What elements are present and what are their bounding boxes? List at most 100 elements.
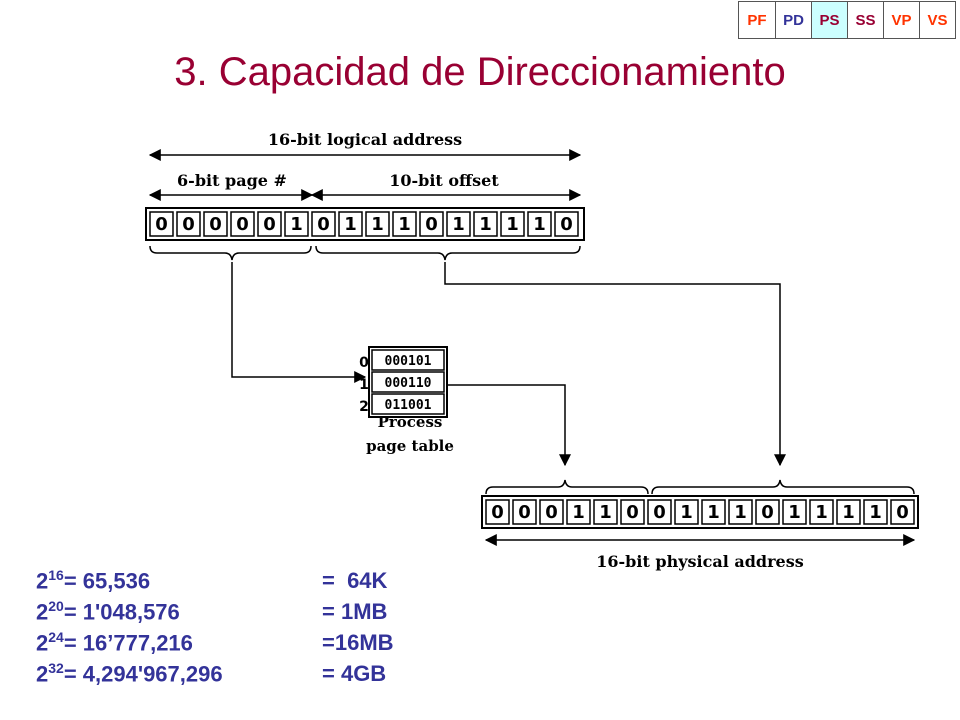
physical-bit-cell [647, 499, 672, 525]
physical-bit-value: 1 [788, 502, 801, 523]
power-exponent: 32 [48, 659, 64, 676]
physical-bit-value: 0 [626, 502, 639, 523]
physical-bit-cell [620, 499, 645, 525]
power-expression: 232= 4,294'967,296 [36, 660, 322, 687]
page-table-label-line1: Process [378, 413, 443, 431]
physical-bit-cell [755, 499, 780, 525]
paging-diagram: 16-bit logical address 6-bit page # 10-b… [145, 130, 919, 571]
offset-copy-arrow [444, 262, 786, 467]
logical-bit-cell [176, 211, 201, 237]
physical-bit-value: 1 [572, 502, 585, 523]
logical-bit-value: 1 [344, 214, 357, 235]
power-exponent: 24 [48, 628, 64, 645]
physical-bit-cell [836, 499, 861, 525]
logical-bit-value: 1 [290, 214, 303, 235]
logical-bit-cell [446, 211, 471, 237]
power-expression: 224= 16’777,216 [36, 629, 322, 656]
page-number-brace [149, 245, 312, 261]
logical-bit-value: 1 [479, 214, 492, 235]
page-table-frame-number: 000101 [385, 354, 432, 369]
power-row: 216= 65,536 = 64K [36, 565, 394, 596]
logical-bit-value: 0 [317, 214, 330, 235]
nav-tab-ss[interactable]: SS [847, 2, 883, 38]
frame-number-brace [485, 479, 649, 495]
nav-tab-vs[interactable]: VS [919, 2, 955, 38]
physical-bit-value: 0 [761, 502, 774, 523]
logical-bit-cell [149, 211, 174, 237]
logical-bit-cell [473, 211, 498, 237]
slide-title: 3. Capacidad de Direccionamiento [174, 50, 786, 94]
physical-bit-value: 0 [545, 502, 558, 523]
physical-bit-cell [674, 499, 699, 525]
physical-address-label: 16-bit physical address [596, 552, 803, 571]
logical-bit-cell [365, 211, 390, 237]
physical-bit-value: 1 [815, 502, 828, 523]
page-table-row-index: 1 [359, 377, 369, 393]
logical-address-label: 16-bit logical address [268, 130, 462, 149]
physical-bit-cell [863, 499, 888, 525]
logical-bit-cell [527, 211, 552, 237]
power-value: = 16’777,216 [63, 630, 193, 656]
page-table-frame [368, 346, 448, 418]
logical-bit-value: 0 [209, 214, 222, 235]
power-exponent: 16 [48, 566, 64, 583]
nav-tab-vp[interactable]: VP [883, 2, 919, 38]
power-size-equivalent: = 64K [322, 567, 388, 593]
power-value: = 65,536 [63, 568, 151, 594]
page-lookup-arrow [231, 262, 367, 383]
physical-bit-cell [485, 499, 510, 525]
power-expression: 220= 1'048,576 [36, 598, 322, 625]
physical-bit-value: 1 [599, 502, 612, 523]
power-row: 224= 16’777,216=16MB [36, 627, 394, 658]
offset-label: 10-bit offset [389, 171, 499, 190]
logical-bit-value: 0 [236, 214, 249, 235]
logical-bit-cell [338, 211, 363, 237]
physical-bit-cell [512, 499, 537, 525]
logical-bit-value: 0 [425, 214, 438, 235]
physical-bit-value: 0 [518, 502, 531, 523]
logical-bit-value: 1 [371, 214, 384, 235]
logical-bit-value: 1 [533, 214, 546, 235]
physical-bit-value: 0 [491, 502, 504, 523]
physical-bit-value: 1 [869, 502, 882, 523]
page-table-row-index: 0 [359, 355, 369, 371]
power-size-equivalent: = 4GB [322, 660, 387, 686]
physical-bit-cell [890, 499, 915, 525]
physical-bit-cell [593, 499, 618, 525]
nav-tab-pd[interactable]: PD [775, 2, 811, 38]
physical-bit-value: 1 [680, 502, 693, 523]
logical-bit-cell [284, 211, 309, 237]
logical-bit-cell [500, 211, 525, 237]
nav-tab-pf[interactable]: PF [739, 2, 775, 38]
page-table-frame-number: 011001 [385, 398, 432, 413]
logical-bit-cell [554, 211, 579, 237]
page-table-entry [371, 349, 445, 371]
offset-brace [315, 245, 581, 261]
physical-bit-value: 1 [707, 502, 720, 523]
power-value: = 4,294'967,296 [63, 661, 223, 687]
physical-bit-value: 0 [896, 502, 909, 523]
logical-bit-value: 1 [506, 214, 519, 235]
logical-bit-value: 0 [155, 214, 168, 235]
logical-bit-cell [203, 211, 228, 237]
physical-bit-cell [728, 499, 753, 525]
power-base: 2 [36, 568, 49, 594]
nav-tab-ps[interactable]: PS [811, 2, 847, 38]
logical-bit-value: 1 [398, 214, 411, 235]
logical-address-register-frame [145, 207, 585, 241]
logical-bit-value: 0 [182, 214, 195, 235]
logical-bit-cell [419, 211, 444, 237]
page-table-entry [371, 371, 445, 393]
power-size-equivalent: =16MB [322, 629, 394, 655]
logical-bit-value: 0 [560, 214, 573, 235]
page-table-label-line2: page table [366, 437, 454, 455]
power-base: 2 [36, 599, 49, 625]
physical-bit-value: 0 [653, 502, 666, 523]
power-value: = 1'048,576 [63, 599, 180, 625]
power-row: 232= 4,294'967,296= 4GB [36, 658, 394, 689]
page-table-entry [371, 393, 445, 415]
